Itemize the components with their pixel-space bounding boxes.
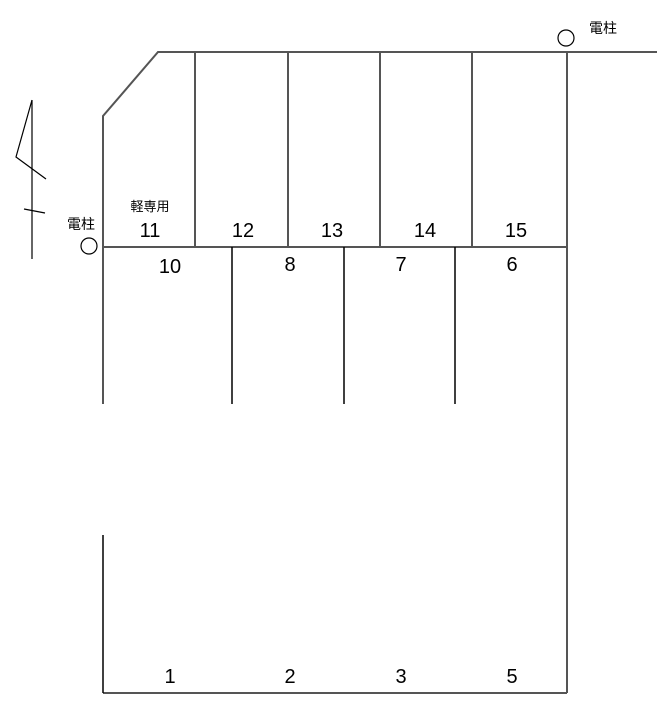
middle-row-dividers <box>231 247 456 404</box>
space-14: 14 <box>413 220 437 242</box>
space-15: 15 <box>504 220 528 242</box>
space-12: 12 <box>231 220 255 242</box>
compact-only-label: 軽専用 <box>130 199 170 214</box>
space-3: 3 <box>395 666 407 688</box>
space-11: 11 <box>139 220 161 242</box>
utility-pole-icon <box>80 237 98 255</box>
north-arrow-icon <box>15 99 47 259</box>
space-5: 5 <box>506 666 518 688</box>
utility-pole-label-left: 電柱 <box>67 216 95 232</box>
space-10: 10 <box>158 256 182 278</box>
utility-pole-label-top: 電柱 <box>589 20 617 36</box>
space-13: 13 <box>320 220 344 242</box>
space-1: 1 <box>164 666 176 688</box>
lot-boundary <box>102 51 657 694</box>
top-row-dividers <box>103 52 567 248</box>
utility-pole-icon <box>557 29 575 47</box>
space-6: 6 <box>506 254 518 276</box>
space-8: 8 <box>284 254 296 276</box>
space-2: 2 <box>284 666 296 688</box>
space-7: 7 <box>395 254 407 276</box>
